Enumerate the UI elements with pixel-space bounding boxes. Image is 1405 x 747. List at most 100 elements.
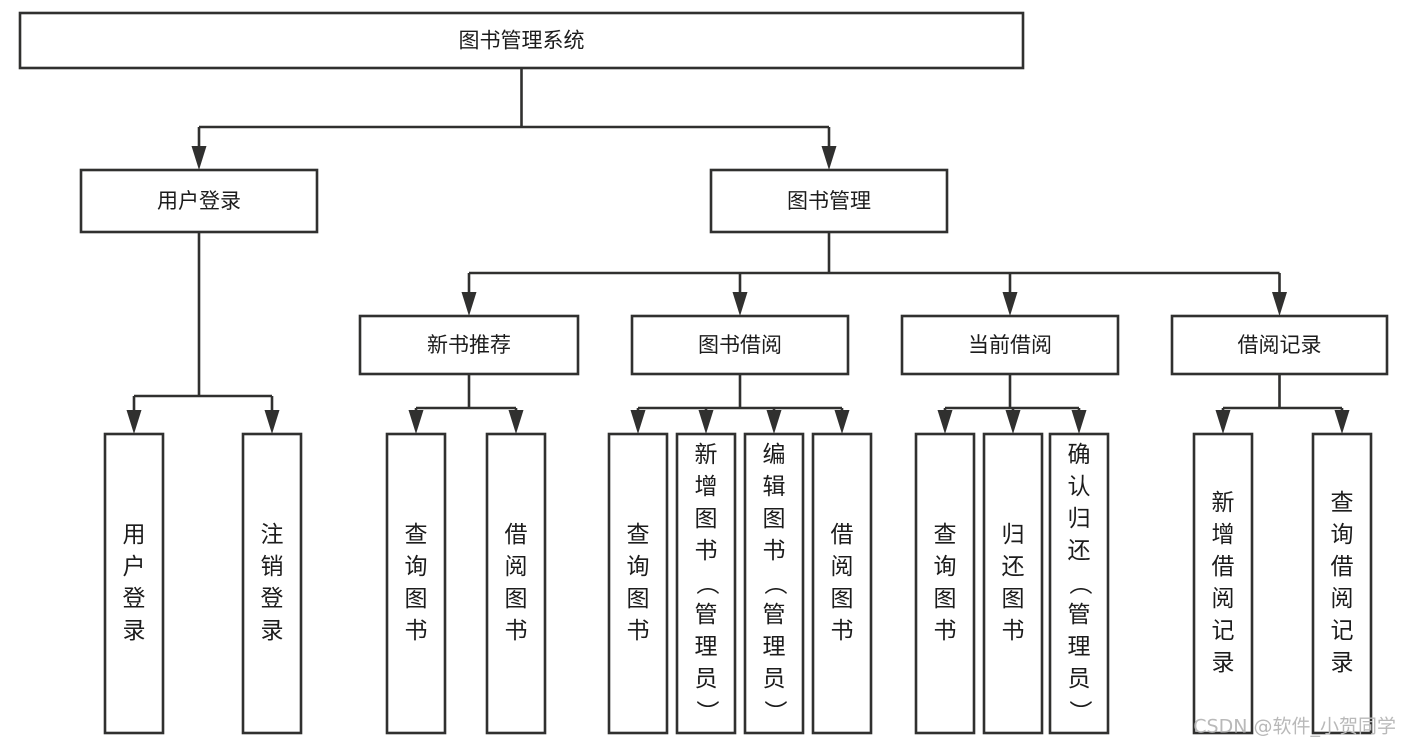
arrow-head-icon	[126, 410, 142, 434]
node-box-book-management	[709, 168, 949, 234]
arrow-head-icon	[1272, 292, 1287, 316]
node-label-char: 书	[627, 618, 650, 644]
node-label-char: 新	[695, 442, 718, 468]
arrow-head-icon	[937, 410, 953, 434]
node-label-char: 书	[505, 618, 528, 644]
node-label-char: （	[762, 572, 788, 595]
node-label-char: 归	[1002, 522, 1025, 548]
node-label-char: 阅	[505, 554, 528, 580]
node-label-book-management: 图书管理	[787, 189, 871, 213]
node-box-leaf-borrow-book-recommend	[485, 432, 547, 735]
node-label-current-borrow: 当前借阅	[968, 333, 1052, 357]
node-book-management[interactable]: 图书管理	[709, 168, 949, 234]
node-box-leaf-return-book	[982, 432, 1044, 735]
node-label-char: 增	[1212, 522, 1235, 548]
arrow-head-icon	[766, 410, 782, 434]
node-leaf-user-login[interactable]: 用户登录	[103, 432, 165, 735]
node-box-root	[18, 11, 1025, 70]
node-label-char: 录	[261, 618, 284, 644]
node-label-char: 录	[123, 618, 146, 644]
watermark-layer: CSDN @软件_小贺同学	[1193, 716, 1396, 738]
node-label-char: 记	[1331, 618, 1354, 644]
node-label-char: 确	[1068, 442, 1091, 468]
arrow-head-icon	[630, 410, 646, 434]
node-label-char: ）	[1067, 700, 1093, 723]
node-label-char: 查	[1331, 490, 1354, 516]
connector-edge-recommend-to-leaves	[408, 374, 524, 434]
node-label-char: 管	[695, 602, 718, 628]
node-label-char: 员	[695, 666, 718, 692]
connector-edge-bookmgmt-to-level3	[461, 232, 1287, 316]
node-new-book-recommend[interactable]: 新书推荐	[358, 314, 580, 376]
arrow-head-icon	[834, 410, 850, 434]
node-label-char: 管	[763, 602, 786, 628]
node-box-leaf-edit-book-admin	[743, 432, 805, 735]
node-box-leaf-logout-login	[241, 432, 303, 735]
node-label-char: 借	[831, 522, 854, 548]
node-label-char: 查	[405, 522, 428, 548]
node-borrow-record[interactable]: 借阅记录	[1170, 314, 1389, 376]
node-box-leaf-user-login	[103, 432, 165, 735]
node-label-char: 员	[763, 666, 786, 692]
node-label-new-book-recommend: 新书推荐	[427, 333, 511, 357]
arrow-head-icon	[461, 292, 477, 316]
node-label-char: （	[694, 572, 720, 595]
node-label-borrow-record: 借阅记录	[1238, 333, 1322, 357]
node-label-char: 还	[1002, 554, 1025, 580]
node-label-char: 户	[123, 554, 146, 580]
node-label-char: 书	[1002, 618, 1025, 644]
connector-edge-userlogin-to-leaves	[126, 232, 280, 434]
node-label-char: 查	[934, 522, 957, 548]
node-label-char: 询	[1331, 522, 1354, 548]
node-label-char: ）	[694, 700, 720, 723]
connector-layer	[126, 68, 1350, 434]
node-root[interactable]: 图书管理系统	[18, 11, 1025, 70]
arrow-head-icon	[191, 146, 207, 170]
node-label-char: 增	[695, 474, 718, 500]
node-label-char: 记	[1212, 618, 1235, 644]
node-current-borrow[interactable]: 当前借阅	[900, 314, 1120, 376]
node-box-borrow-record	[1170, 314, 1389, 376]
arrow-head-icon	[1002, 292, 1018, 316]
node-box-leaf-query-book-borrow	[607, 432, 669, 735]
node-label-char: 认	[1068, 474, 1091, 500]
node-label-char: 借	[1331, 554, 1354, 580]
node-label-char: 借	[505, 522, 528, 548]
connector-edge-current-to-leaves	[937, 374, 1087, 434]
node-label-char: 阅	[1212, 586, 1235, 612]
node-label-char: 图	[831, 586, 854, 612]
node-label-char: 用	[123, 522, 146, 548]
node-box-user-login	[79, 168, 319, 234]
node-label-char: （	[1067, 572, 1093, 595]
node-label-char: 理	[695, 634, 718, 660]
node-layer: 图书管理系统用户登录图书管理新书推荐图书借阅当前借阅借阅记录用户登录注销登录查询…	[18, 11, 1389, 735]
node-user-login[interactable]: 用户登录	[79, 168, 319, 234]
node-label-root: 图书管理系统	[459, 29, 585, 53]
watermark-label: CSDN @软件_小贺同学	[1193, 716, 1396, 738]
node-label-char: 书	[695, 538, 718, 564]
node-label-char: 借	[1212, 554, 1235, 580]
connector-edge-root-to-level2	[191, 68, 837, 170]
node-label-char: 书	[934, 618, 957, 644]
arrow-head-icon	[1334, 410, 1350, 434]
arrow-head-icon	[1005, 410, 1021, 434]
node-box-new-book-recommend	[358, 314, 580, 376]
node-label-user-login: 用户登录	[157, 189, 241, 213]
node-label-char: 图	[1002, 586, 1025, 612]
arrow-head-icon	[1215, 410, 1231, 434]
node-book-borrow[interactable]: 图书借阅	[630, 314, 850, 376]
